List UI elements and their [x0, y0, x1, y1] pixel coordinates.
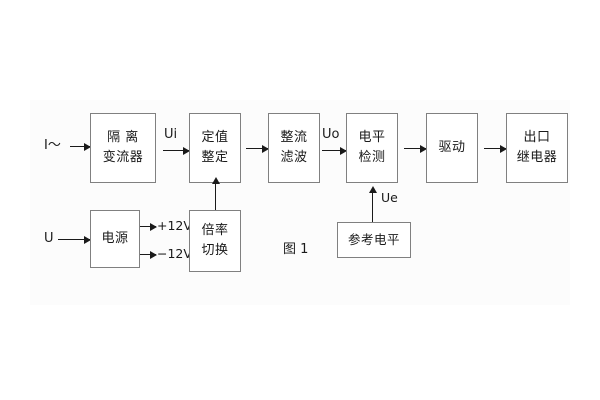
- arrow-multiplier-to-setting: [211, 177, 220, 210]
- arrow-setting-to-rectifier: [246, 144, 269, 153]
- block-setting-value: 定值 整定: [189, 113, 241, 183]
- arrow-reference-to-level: [368, 186, 377, 222]
- block-reference-level: 参考电平: [337, 222, 411, 258]
- block-rectifier-filter: 整流 滤波: [268, 113, 320, 183]
- arrow-rail-positive-12v: [140, 222, 157, 231]
- arrow-driver-to-output-relay: [484, 144, 507, 153]
- block-driver: 驱动: [426, 113, 478, 183]
- arrow-level-to-driver: [404, 144, 427, 153]
- block-line: 驱动: [438, 139, 466, 155]
- block-line: 滤波: [280, 150, 308, 165]
- block-line: 出口: [523, 129, 551, 145]
- block-line: 倍率: [201, 222, 229, 238]
- block-isolation-transformer: 隔 离 变流器: [90, 113, 156, 183]
- block-power-supply: 电源: [90, 210, 140, 268]
- block-multiplier-switch: 倍率 切换: [189, 210, 241, 272]
- block-line: 电平: [358, 129, 386, 145]
- block-line: 定值: [201, 129, 229, 145]
- input-label-current: I～: [44, 138, 61, 153]
- block-line: 继电器: [516, 150, 558, 165]
- signal-label-uo: Uo: [322, 127, 340, 142]
- block-line: 电源: [101, 230, 129, 246]
- input-stub-voltage: [58, 239, 70, 240]
- figure-caption: 图 1: [283, 242, 309, 257]
- input-label-voltage: U: [44, 231, 54, 246]
- rail-label-positive-12v: +12V: [157, 218, 192, 233]
- arrow-voltage-to-power-supply: [70, 235, 91, 244]
- block-line: 参考电平: [347, 232, 400, 248]
- block-level-detection: 电平 检测: [346, 113, 398, 183]
- signal-label-ue: Ue: [381, 190, 398, 205]
- rail-label-negative-12v: −12V: [157, 246, 192, 261]
- block-line: 切换: [201, 243, 229, 258]
- block-line: 整定: [201, 150, 229, 165]
- block-line: 整流: [280, 129, 308, 145]
- block-output-relay: 出口 继电器: [506, 113, 568, 183]
- block-line: 变流器: [102, 150, 144, 165]
- arrow-current-to-isolation: [70, 142, 91, 151]
- arrow-isolation-to-setting: [163, 146, 190, 155]
- arrow-rectifier-to-level: [322, 146, 347, 155]
- block-line: 隔 离: [107, 129, 139, 145]
- arrow-rail-negative-12v: [140, 250, 157, 259]
- block-line: 检测: [358, 150, 386, 165]
- signal-label-ui: Ui: [164, 127, 178, 142]
